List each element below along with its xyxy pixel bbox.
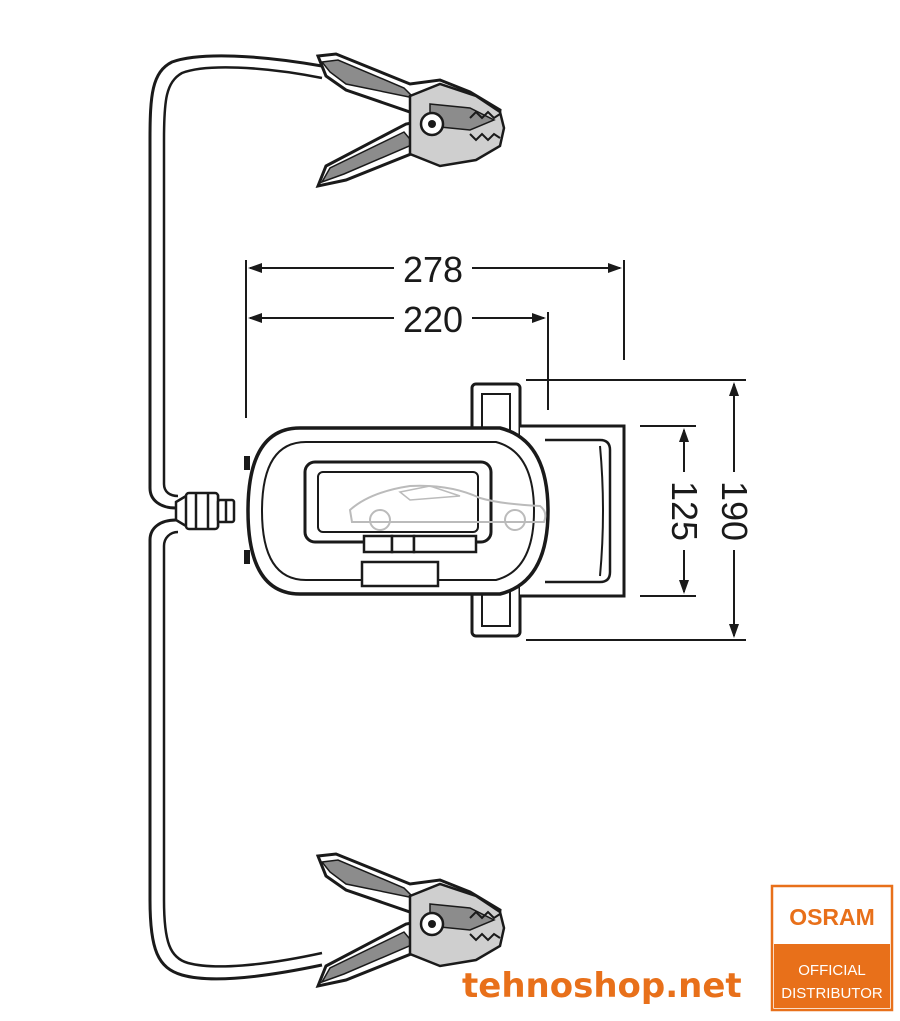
cable-connector: [174, 491, 236, 531]
dim-label-278: 278: [403, 249, 463, 290]
badge-official: OFFICIAL: [798, 962, 866, 979]
dimension-arrows: [248, 263, 739, 638]
osram-distributor-badge: OSRAM OFFICIAL DISTRIBUTOR: [770, 884, 894, 1012]
clamp-upper: [316, 52, 506, 188]
dim-label-220: 220: [403, 299, 463, 340]
jumper-cable: [148, 54, 323, 981]
watermark-site: tehnoshop.net: [462, 966, 742, 1006]
badge-distributor: DISTRIBUTOR: [781, 985, 883, 1002]
dim-label-190: 190: [714, 481, 755, 541]
osram-logo: OSRAM: [789, 904, 875, 930]
dim-label-125: 125: [664, 481, 705, 541]
jump-starter-device: [244, 382, 626, 638]
